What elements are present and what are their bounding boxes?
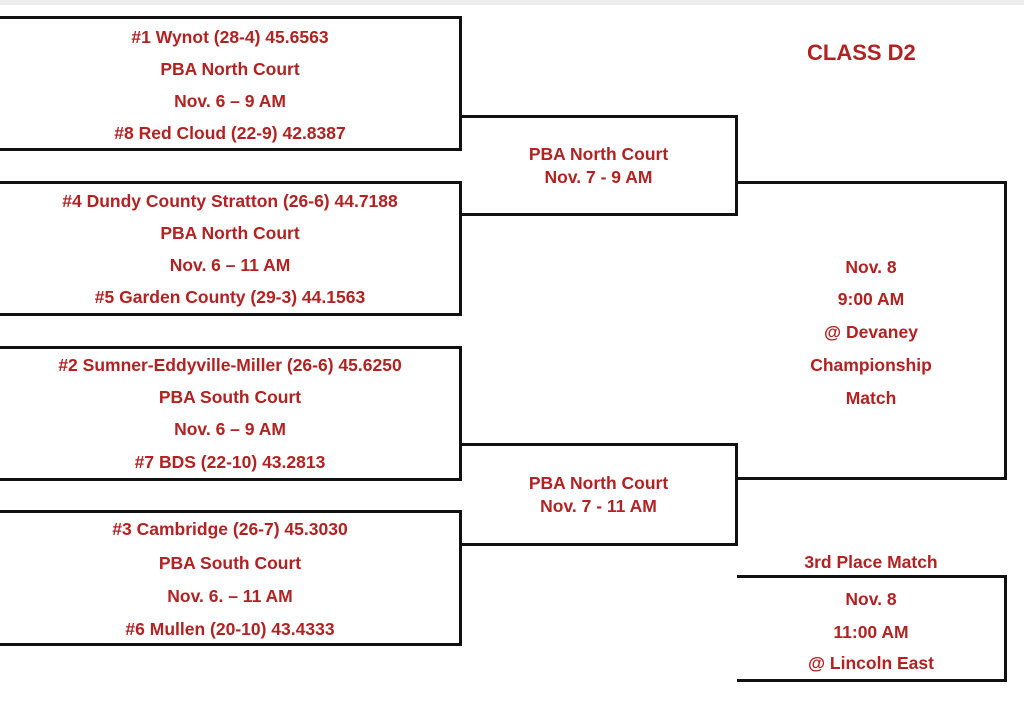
bracket-title: CLASS D2 [807,40,916,65]
championship-label: Match [845,388,897,408]
team-b: #8 Red Cloud (22-9) 42.8387 [114,123,346,143]
third-place-venue: @ Lincoln East [808,653,934,673]
third-place-time: 11:00 AM [833,622,909,642]
championship-label: Championship [810,355,932,375]
game-time: Nov. 6 – 9 AM [174,91,286,111]
game-court: PBA South Court [158,553,302,573]
semifinal-time: Nov. 7 - 11 AM [540,496,657,516]
bracket-line [0,148,462,151]
bracket-line [0,510,462,513]
bracket-line [735,443,738,546]
game-time: Nov. 6 – 9 AM [174,419,286,439]
game-court: PBA North Court [160,223,300,243]
semifinal-court: PBA North Court [528,144,669,164]
team-b: #6 Mullen (20-10) 43.4333 [125,619,335,639]
bracket-line [735,477,1007,480]
team-a: #4 Dundy County Stratton (26-6) 44.7188 [62,191,398,211]
game-court: PBA North Court [160,59,300,79]
bracket-line [459,346,462,481]
semifinal-court: PBA North Court [528,473,669,493]
bracket-line [0,478,462,481]
bracket-line [0,313,462,316]
bracket-line [459,181,462,316]
team-b: #5 Garden County (29-3) 44.1563 [94,287,366,307]
team-a: #1 Wynot (28-4) 45.6563 [131,27,329,47]
game-time: Nov. 6. – 11 AM [167,586,293,606]
bracket-line [459,543,738,546]
bracket-line [735,115,738,216]
championship-time: 9:00 AM [837,289,905,309]
top-bar [0,0,1024,5]
bracket-line [459,16,462,151]
championship-venue: @ Devaney [824,322,918,342]
team-a: #3 Cambridge (26-7) 45.3030 [112,519,348,539]
bracket-line [0,16,462,19]
bracket-line [0,346,462,349]
bracket-line [459,115,738,118]
bracket-line [735,181,1007,184]
bracket-line [737,575,1007,578]
bracket-line [1004,575,1007,682]
semifinal-time: Nov. 7 - 9 AM [544,167,653,187]
game-time: Nov. 6 – 11 AM [169,255,291,275]
third-place-date: Nov. 8 [845,589,897,609]
game-court: PBA South Court [158,387,302,407]
bracket-line [0,643,462,646]
bracket-line [459,443,738,446]
bracket-line [459,213,738,216]
team-a: #2 Sumner-Eddyville-Miller (26-6) 45.625… [58,355,402,375]
championship-date: Nov. 8 [845,257,897,277]
bracket-line [1004,181,1007,480]
bracket-line [0,181,462,184]
team-b: #7 BDS (22-10) 43.2813 [134,452,326,472]
bracket-line [737,679,1007,682]
third-place-label: 3rd Place Match [804,552,938,572]
bracket-line [459,510,462,646]
